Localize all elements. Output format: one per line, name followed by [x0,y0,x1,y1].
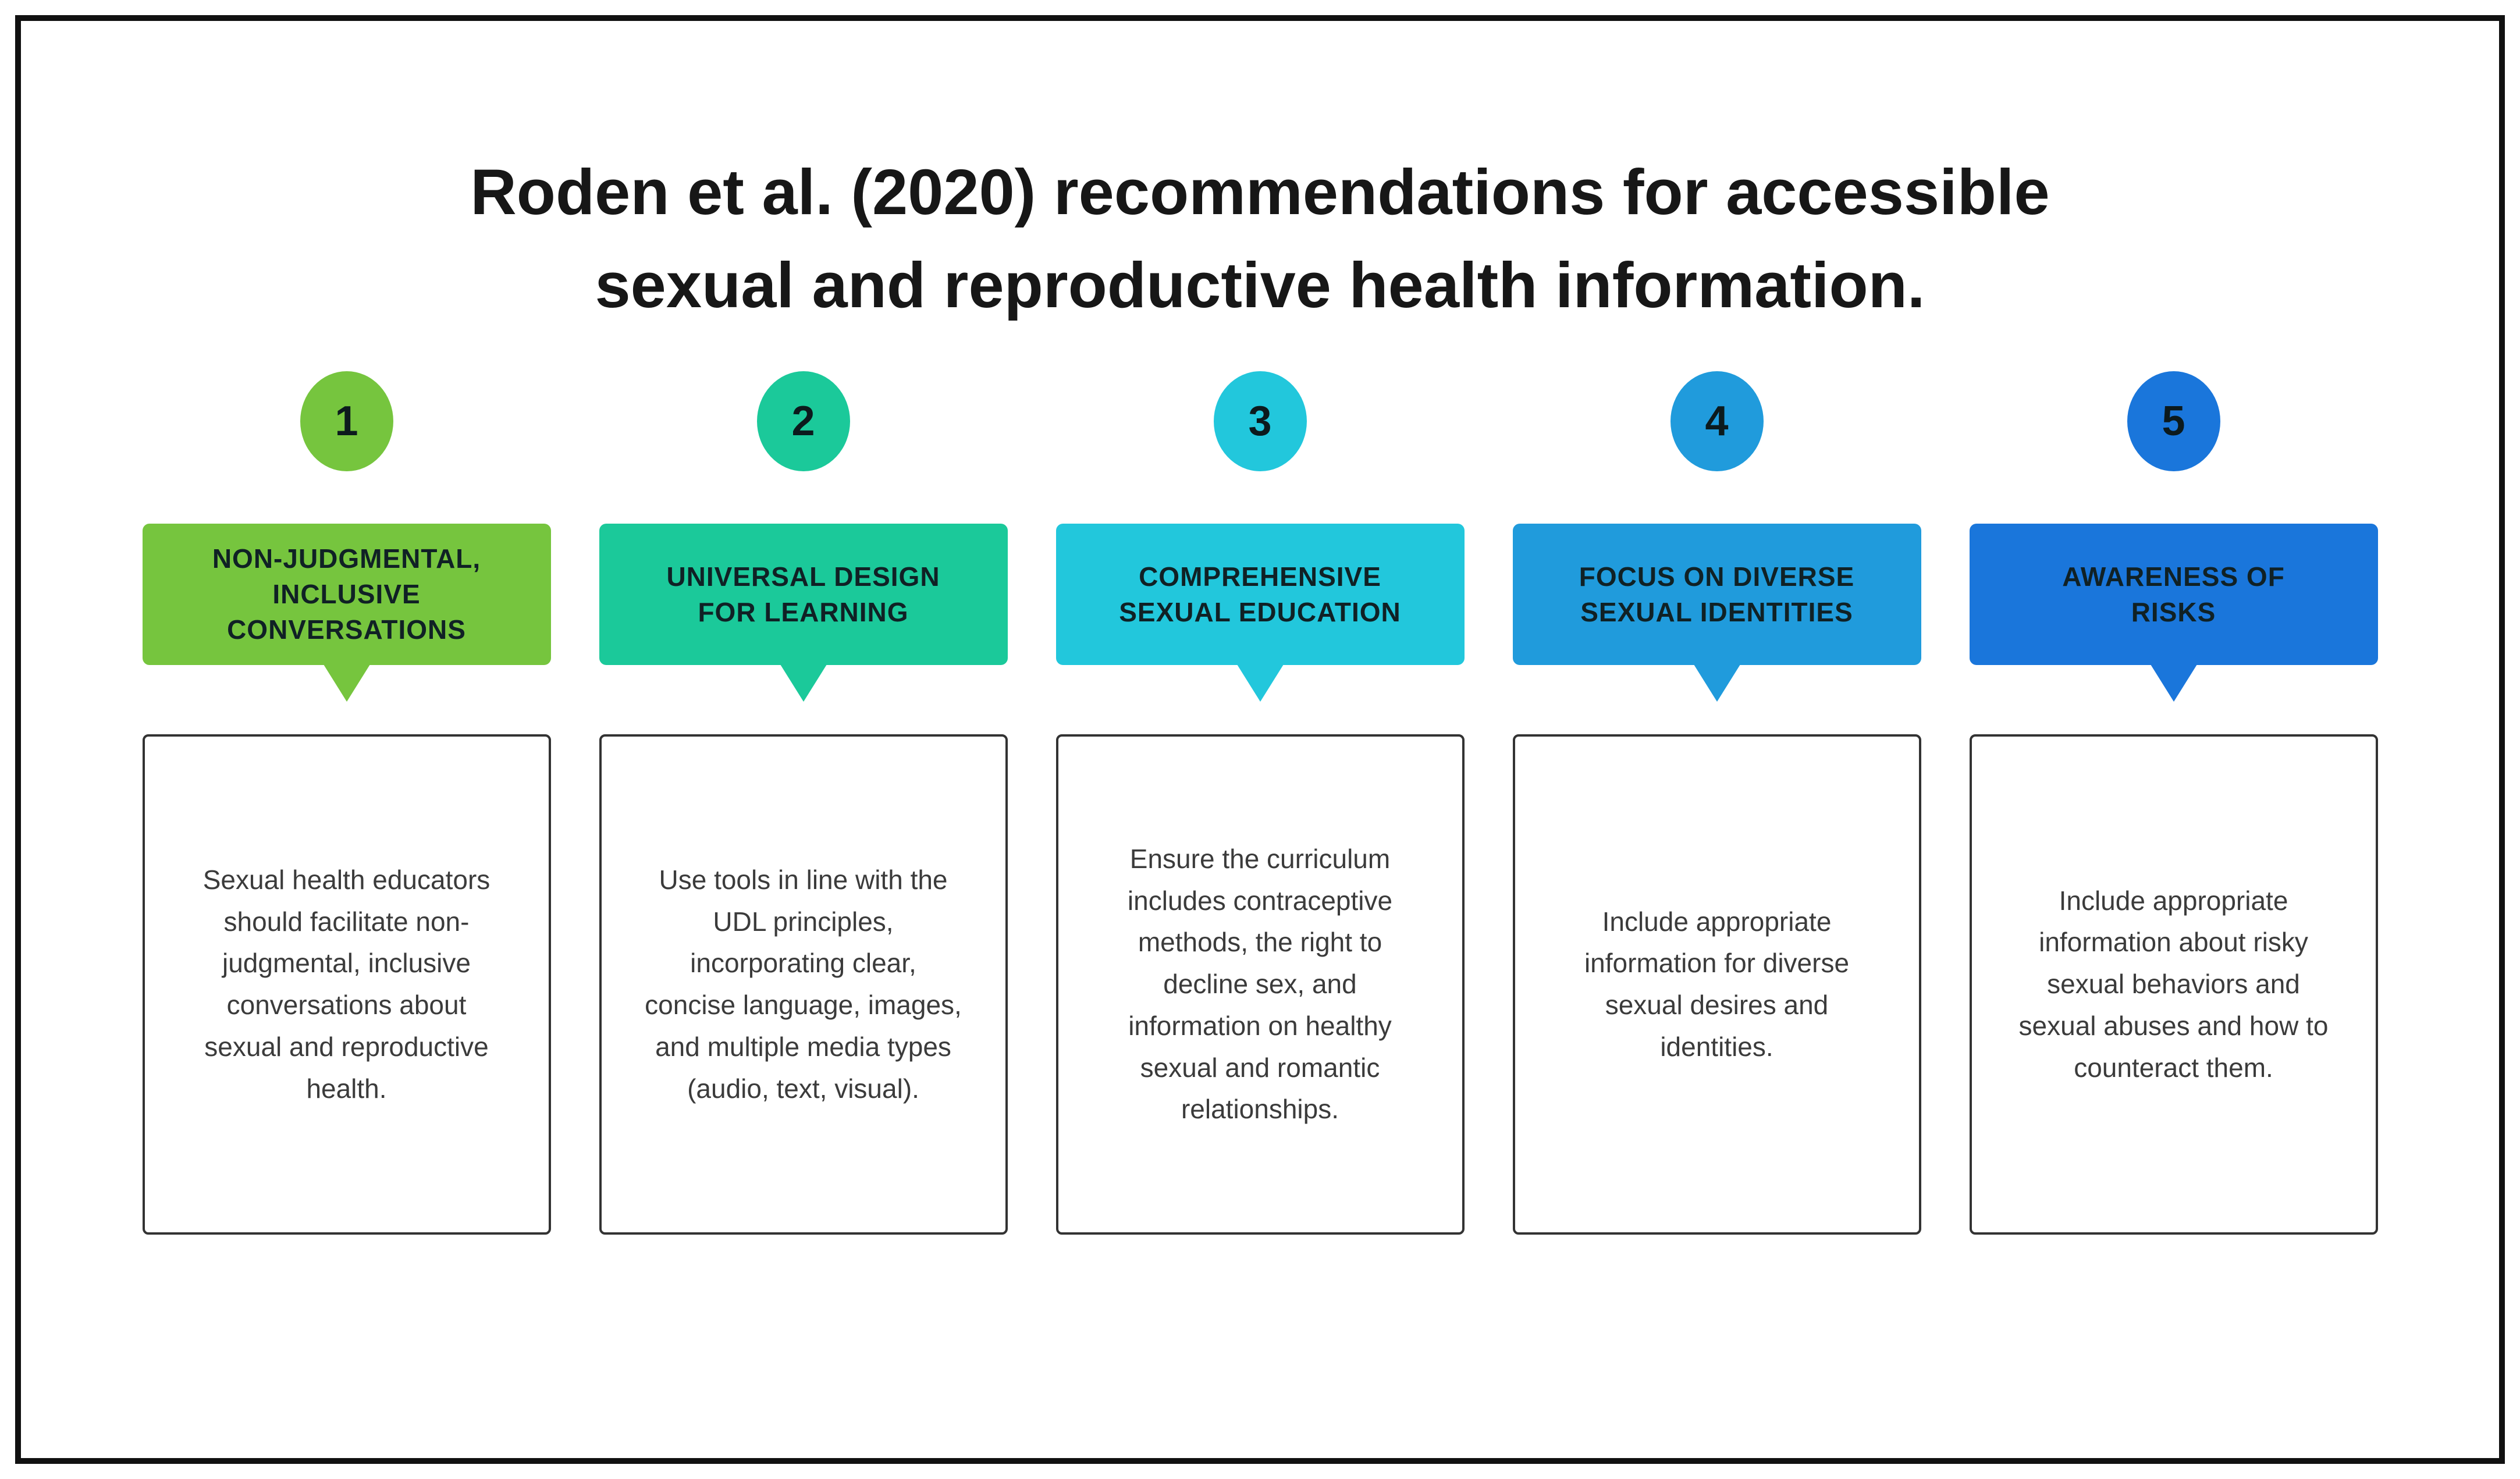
step-3-number-badge: 3 [1213,371,1307,471]
recommendation-column-4: 4 FOCUS ON DIVERSE SEXUAL IDENTITIES Inc… [1512,371,1921,1235]
step-2-header-label: UNIVERSAL DESIGN FOR LEARNING [666,561,940,627]
step-2-header: UNIVERSAL DESIGN FOR LEARNING [599,524,1008,665]
step-2-description: Use tools in line with the UDL principle… [645,864,962,1104]
step-3-pointer-icon [1236,664,1284,702]
step-5-description-box: Include appropriate information about ri… [1969,734,2378,1235]
step-4-number: 4 [1705,398,1729,445]
page-title-line-1: Roden et al. (2020) recommendations for … [470,157,2050,228]
step-1-description: Sexual health educators should facilitat… [202,864,491,1104]
step-4-number-badge: 4 [1670,371,1764,471]
recommendation-column-1: 1 NON-JUDGMENTAL, INCLUSIVE CONVERSATION… [142,371,551,1235]
step-5-number-badge: 5 [2127,371,2220,471]
step-4-description-box: Include appropriate information for dive… [1512,734,1921,1235]
step-5-number: 5 [2162,398,2185,445]
step-4-pointer-icon [1693,664,1740,702]
step-1-header: NON-JUDGMENTAL, INCLUSIVE CONVERSATIONS [142,524,551,665]
recommendation-column-2: 2 UNIVERSAL DESIGN FOR LEARNING Use tool… [599,371,1008,1235]
step-5-pointer-icon [2150,664,2197,702]
recommendations-row: 1 NON-JUDGMENTAL, INCLUSIVE CONVERSATION… [142,371,2378,1235]
step-3-number: 3 [1248,398,1272,445]
step-3-description-box: Ensure the curriculum includes contracep… [1055,734,1465,1235]
step-2-description-box: Use tools in line with the UDL principle… [599,734,1008,1235]
page-title-line-2: sexual and reproductive health informati… [595,249,1925,321]
step-3-header: COMPREHENSIVE SEXUAL EDUCATION [1055,524,1465,665]
step-4-description: Include appropriate information for dive… [1584,906,1850,1062]
recommendation-column-3: 3 COMPREHENSIVE SEXUAL EDUCATION Ensure … [1055,371,1465,1235]
step-5-description: Include appropriate information about ri… [2018,885,2329,1083]
step-5-header: AWARENESS OF RISKS [1969,524,2378,665]
step-1-number-badge: 1 [300,371,393,471]
step-3-description: Ensure the curriculum includes contracep… [1127,843,1393,1125]
step-3-header-label: COMPREHENSIVE SEXUAL EDUCATION [1119,561,1401,627]
step-4-header-label: FOCUS ON DIVERSE SEXUAL IDENTITIES [1579,561,1855,627]
recommendation-column-5: 5 AWARENESS OF RISKS Include appropriate… [1969,371,2378,1235]
page-title: Roden et al. (2020) recommendations for … [21,146,2499,332]
step-1-pointer-icon [323,664,370,702]
step-1-header-label: NON-JUDGMENTAL, INCLUSIVE CONVERSATIONS [212,543,481,645]
step-2-pointer-icon [780,664,827,702]
step-2-number: 2 [791,398,815,445]
step-4-header: FOCUS ON DIVERSE SEXUAL IDENTITIES [1512,524,1921,665]
step-2-number-badge: 2 [756,371,850,471]
step-5-header-label: AWARENESS OF RISKS [2062,561,2285,627]
infographic-frame: Roden et al. (2020) recommendations for … [15,15,2505,1464]
step-1-number: 1 [335,398,358,445]
step-1-description-box: Sexual health educators should facilitat… [142,734,551,1235]
